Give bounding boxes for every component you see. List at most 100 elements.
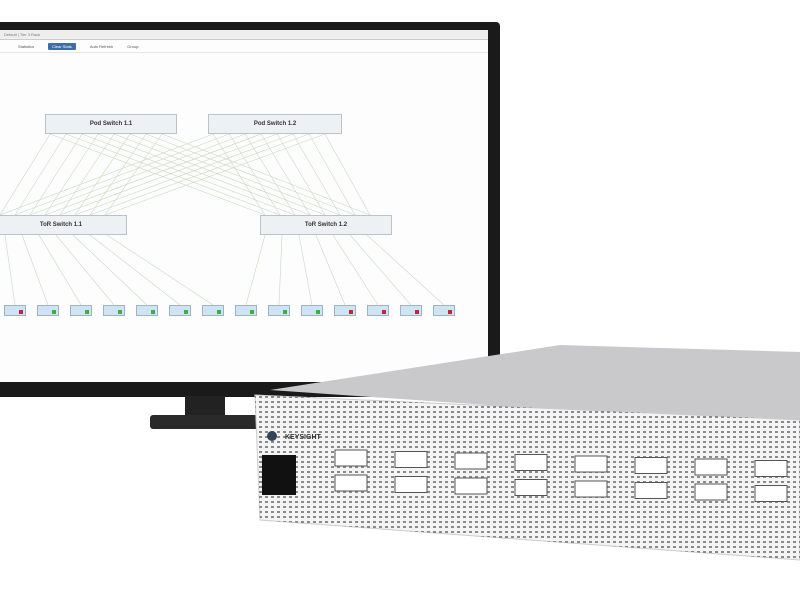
keysight-logo: KEYSIGHT [285,434,321,441]
link [161,133,371,216]
link [244,133,296,216]
qsfp-port [514,479,548,496]
status-indicator [316,310,320,314]
link [113,133,326,216]
link [29,133,83,216]
host-node[interactable] [301,305,323,316]
link [38,234,82,306]
status-indicator [151,310,155,314]
link [59,133,278,216]
qsfp-port [634,457,668,474]
qsfp-port [514,454,548,471]
host-node[interactable] [334,305,356,316]
qsfp-port [694,458,728,476]
link [315,234,346,306]
link [14,133,230,216]
qsfp-port [754,485,788,502]
status-indicator [52,310,56,314]
link [104,133,163,216]
link [324,133,371,216]
link [89,234,181,306]
link [104,133,326,216]
host-node[interactable] [433,305,455,316]
host-node[interactable] [202,305,224,316]
host-node[interactable] [37,305,59,316]
host-node[interactable] [367,305,389,316]
host-node[interactable] [136,305,158,316]
link [332,234,379,306]
tor-switch-2[interactable]: ToR Switch 1.2 [260,215,392,235]
link [29,133,246,216]
topology-links [0,133,445,306]
pod-switch-2[interactable]: Pod Switch 1.2 [208,114,342,134]
status-indicator [283,310,287,314]
host-node[interactable] [235,305,257,316]
link [349,234,412,306]
host-node[interactable] [103,305,125,316]
link [89,133,147,216]
link [21,234,49,306]
link [55,234,115,306]
link [0,133,51,216]
link [145,133,356,216]
status-indicator [382,310,386,314]
clear-stats-button[interactable]: Clear Stats [48,42,76,50]
status-indicator [250,310,254,314]
link [59,133,115,216]
host-node[interactable] [169,305,191,316]
link [89,133,310,216]
status-indicator [448,310,452,314]
link [129,133,341,216]
qsfp-port [694,483,728,501]
status-indicator [217,310,221,314]
link [276,133,326,216]
link [49,133,266,216]
display-panel [262,455,296,495]
status-indicator [118,310,122,314]
monitor-base [150,415,260,429]
link [81,133,296,216]
link [228,133,281,216]
host-node[interactable] [268,305,290,316]
link [97,133,311,216]
host-node[interactable] [70,305,92,316]
link [65,133,281,216]
pod-switch-1[interactable]: Pod Switch 1.1 [45,114,177,134]
qsfp-port [334,474,368,492]
qsfp-port [394,451,428,468]
monitor-screen: Default | Tier 3 Rack Statistics Clear S… [0,30,488,382]
host-node[interactable] [400,305,422,316]
link [212,133,266,216]
status-indicator [19,310,23,314]
statistics-label: Statistics [18,43,35,49]
status-indicator [415,310,419,314]
link [44,133,99,216]
link [44,133,262,216]
status-indicator [85,310,89,314]
link [72,234,148,306]
link [308,133,356,216]
window-title: Default | Tier 3 Rack [0,30,488,40]
link [366,234,445,306]
status-indicator [184,310,188,314]
qsfp-port [454,452,488,470]
link [0,133,214,216]
link [14,133,67,216]
tor-switch-1[interactable]: ToR Switch 1.1 [0,215,127,235]
toolbar: Statistics Clear Stats Auto Refresh Grou… [0,40,488,53]
group-select[interactable]: Group: [127,43,140,49]
host-node[interactable] [4,305,26,316]
auto-refresh-toggle[interactable]: Auto Refresh [89,43,114,49]
status-indicator [349,310,353,314]
power-button [267,431,277,441]
qsfp-port [754,460,788,477]
link [245,234,266,306]
link [4,234,16,306]
qsfp-port [574,480,608,498]
qsfp-port [574,455,608,473]
qsfp-port [634,482,668,499]
qsfp-port [394,476,428,493]
link [74,133,294,216]
link [106,234,214,306]
